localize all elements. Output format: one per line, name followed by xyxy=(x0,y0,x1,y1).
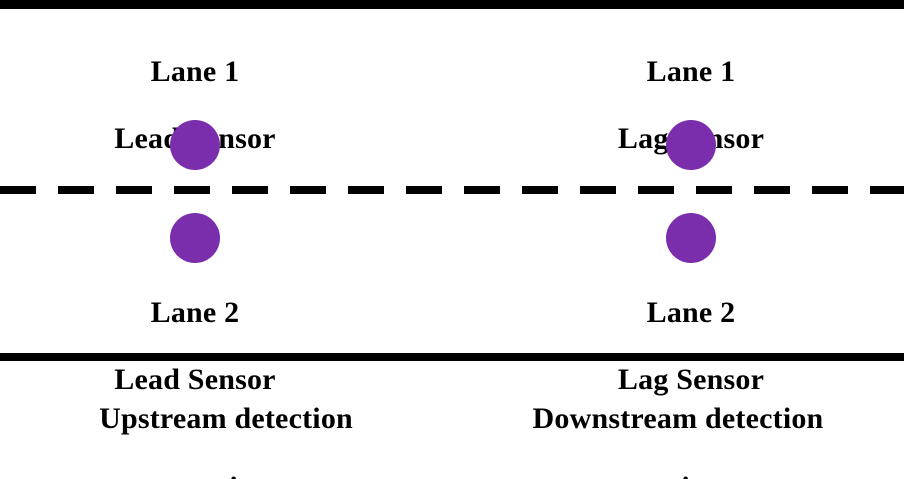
road-edge-bottom-line xyxy=(0,353,904,361)
label-upstream-lane1-line1: Lane 1 xyxy=(150,54,240,88)
label-downstream-lane2-line1: Lane 2 xyxy=(646,295,736,329)
caption-downstream-station-line1: Downstream detection xyxy=(532,401,824,435)
caption-upstream-station: Upstream detection station xyxy=(0,367,452,479)
road-edge-top-line xyxy=(0,0,904,9)
sensor-dot-downstream-lane1 xyxy=(666,120,716,170)
lane-divider-dashed-line xyxy=(0,186,904,194)
label-upstream-lane2: Lane 2 Lead Sensor xyxy=(30,262,360,430)
label-upstream-lane2-line1: Lane 2 xyxy=(150,295,240,329)
label-downstream-lane1-line1: Lane 1 xyxy=(646,54,736,88)
caption-downstream-station-line2: station xyxy=(452,471,904,479)
sensor-dot-upstream-lane2 xyxy=(170,213,220,263)
sensor-dot-downstream-lane2 xyxy=(666,213,716,263)
label-downstream-lane2-line2: Lag Sensor xyxy=(617,362,765,396)
label-upstream-lane2-line2: Lead Sensor xyxy=(114,362,276,396)
sensor-dot-upstream-lane1 xyxy=(170,120,220,170)
caption-downstream-station: Downstream detection station xyxy=(452,367,904,479)
label-downstream-lane2: Lane 2 Lag Sensor xyxy=(526,262,856,430)
caption-upstream-station-line2: station xyxy=(0,471,452,479)
caption-upstream-station-line1: Upstream detection xyxy=(99,401,353,435)
